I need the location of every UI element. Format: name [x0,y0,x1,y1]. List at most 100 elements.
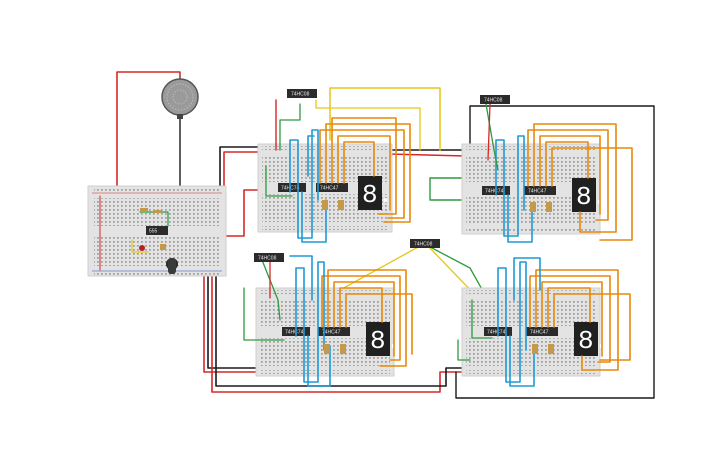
wire-orange[interactable] [541,281,603,357]
resistor [140,208,148,211]
wire-blue[interactable] [513,257,541,301]
chip-label: 74HC47 [320,186,339,192]
resistor [532,344,538,354]
hole-grid [466,290,596,294]
counter-board-bottom-left: 74HC74 74HC47 8. [243,255,413,387]
wire-blue[interactable] [307,135,315,177]
hole-grid [466,228,596,232]
wire-orange[interactable] [551,147,633,241]
decoder-chip[interactable] [316,183,348,192]
wire-red-bottom-left[interactable] [203,269,263,373]
counter-board-bottom-right: 74HC74 74HC47 8. [457,257,631,387]
resistor [322,200,328,210]
chip-label: 74HC74 [485,189,504,195]
wire-orange[interactable] [325,123,411,223]
wire-orange[interactable] [539,135,601,215]
gate-chip-2[interactable]: 74HC08 [480,95,510,104]
decoder-chip[interactable] [526,327,558,336]
wire-orange[interactable] [339,287,383,328]
chip-label: 74HC47 [530,330,549,336]
wire-orange[interactable] [529,275,611,363]
wire-orange[interactable] [327,269,407,367]
flipflop-chip[interactable] [278,183,306,192]
wire-blue[interactable] [295,261,325,383]
wire-orange[interactable] [321,275,401,361]
wire-black-bottom-left[interactable] [207,269,263,369]
wire-orange[interactable] [337,135,391,211]
wire-blue[interactable] [509,335,535,387]
speaker-icon[interactable] [161,76,199,119]
wire-green[interactable] [471,299,493,339]
wire-green[interactable] [243,287,285,341]
wire-red-tl-tr[interactable] [387,153,467,157]
hole-grid [260,300,390,326]
hole-grid [94,272,220,276]
wire-black-bottom[interactable] [215,269,467,387]
wire-blue[interactable] [289,129,319,239]
seven-segment-display [358,176,382,210]
hole-grid [94,188,220,192]
wire-orange[interactable] [343,141,375,184]
wire-orange[interactable] [545,141,589,187]
wire-blue[interactable] [289,255,313,301]
gate-chip-3[interactable]: 74HC08 [254,253,284,262]
gate-chip-1[interactable]: 74HC08 [287,89,317,98]
resistor [338,200,344,210]
hole-grid [260,370,390,374]
wire-black-top[interactable] [219,146,263,193]
hole-grid [260,290,390,294]
wire-orange[interactable] [331,117,397,215]
hole-grid [262,146,388,150]
wire-blue[interactable] [507,194,533,243]
wire-orange[interactable] [319,129,405,219]
wire-red-top[interactable] [223,151,263,193]
wire-blue[interactable] [307,335,331,387]
decoder-chip[interactable] [318,327,350,336]
capacitor-icon [160,244,166,250]
wire-orange[interactable] [535,269,619,371]
wires-background [116,71,655,399]
wire-orange[interactable] [527,129,609,221]
wire-green-main[interactable] [139,211,169,227]
display-digit: 8. [576,182,607,212]
chip-label: 74HC08 [291,92,310,98]
wire-blue[interactable] [497,261,527,383]
seven-segment-display [572,178,596,212]
chip-label: 74HC47 [528,189,547,195]
counter-board-top-left: 74HC74 74HC47 8. [257,99,421,243]
wire-blue[interactable] [301,191,327,243]
wire-green[interactable] [485,103,499,171]
resistor [154,210,162,213]
wire-red-speaker[interactable] [116,71,181,196]
resistor [340,344,346,354]
wire-red[interactable] [487,103,491,161]
wire-black-right-loop[interactable] [455,105,655,399]
decoder-chip[interactable] [524,186,556,195]
resistor [530,202,536,212]
wire-orange[interactable] [547,287,591,328]
potentiometer-body [168,258,176,274]
gate-chip-4[interactable]: 74HC08 [410,239,440,248]
wire-green[interactable] [457,339,471,361]
wire-green[interactable] [261,259,281,321]
display-digit: 8. [578,326,609,356]
wire-green[interactable] [279,103,301,151]
wire-yellow-top[interactable] [329,87,441,151]
display-digit: 8. [362,180,393,210]
wire-orange[interactable] [553,293,631,361]
wire-orange[interactable] [345,293,413,355]
wire-orange[interactable] [333,281,395,357]
wire-orange[interactable] [533,123,617,233]
timer-chip[interactable] [146,226,168,235]
hole-grid [466,300,596,326]
resistor [546,202,552,212]
chip-label: 74HC47 [322,330,341,336]
wire-red-bottom[interactable] [211,269,467,393]
display-digit: 8. [370,326,401,356]
wire-green[interactable] [265,165,293,197]
wire-yellow[interactable] [315,99,421,151]
seven-segment-display [574,322,598,356]
wire-yellow-main[interactable] [131,239,149,253]
wire-blue[interactable] [495,135,525,237]
